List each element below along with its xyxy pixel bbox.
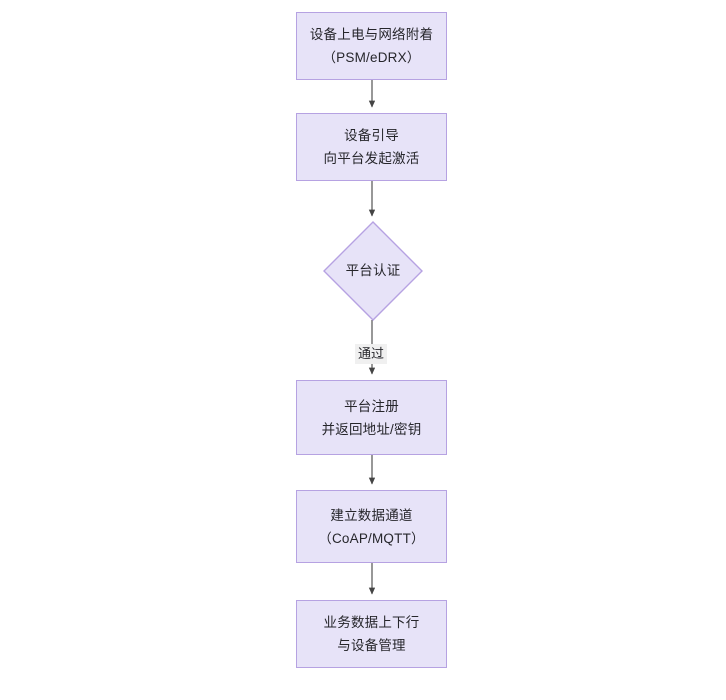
flow-node-business-data[interactable]: 业务数据上下行 与设备管理 — [296, 600, 447, 668]
flow-node-device-bootstrap[interactable]: 设备引导 向平台发起激活 — [296, 113, 447, 181]
flow-node-line: 建立数据通道 — [330, 507, 413, 523]
flow-node-line: （CoAP/MQTT） — [318, 530, 425, 546]
flow-node-data-channel[interactable]: 建立数据通道 （CoAP/MQTT） — [296, 490, 447, 563]
flow-node-line: 向平台发起激活 — [323, 151, 420, 166]
edge-label-pass: 通过 — [355, 344, 388, 364]
flow-node-line: 业务数据上下行 — [323, 615, 420, 630]
flow-node-platform-registration[interactable]: 平台注册 并返回地址/密钥 — [296, 380, 447, 455]
flow-node-line: 平台认证 — [345, 263, 401, 278]
flow-node-device-power-on[interactable]: 设备上电与网络附着 （PSM/eDRX） — [296, 12, 447, 80]
flow-node-line: 平台注册 — [344, 398, 399, 414]
flow-node-platform-auth-decision[interactable]: 平台认证 — [323, 221, 423, 321]
flow-node-line: 与设备管理 — [337, 638, 406, 653]
flow-node-line: （PSM/eDRX） — [322, 50, 421, 65]
flow-node-line: 并返回地址/密钥 — [321, 421, 422, 437]
flow-node-line: 设备上电与网络附着 — [309, 27, 434, 42]
flow-node-line: 设备引导 — [344, 128, 399, 143]
diamond-shape-icon — [323, 221, 423, 321]
